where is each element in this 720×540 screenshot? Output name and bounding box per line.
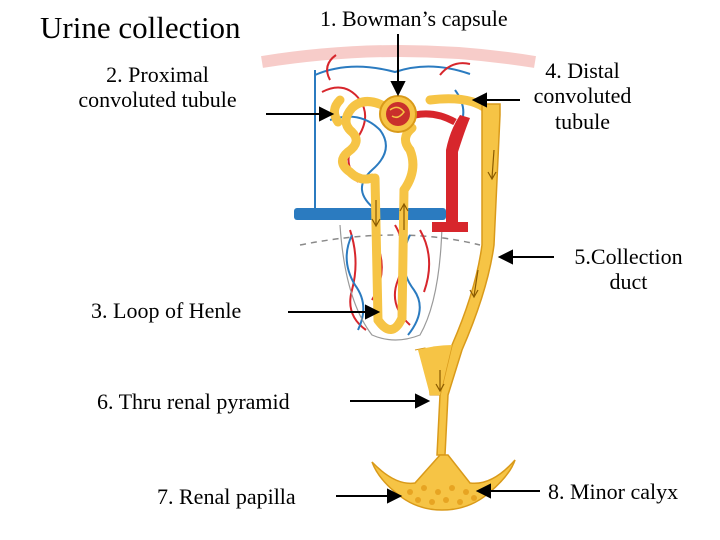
flow-arrows [371, 149, 497, 393]
leader-arrows [266, 34, 554, 504]
duct-widening [418, 345, 452, 395]
arrow-proximal-tubule [266, 106, 335, 122]
corticomedullary-line [299, 234, 481, 246]
label-proximal-tubule: 2. Proximal convoluted tubule [55, 62, 260, 113]
arcuate-artery [432, 115, 470, 232]
arcuate-vein [294, 208, 446, 220]
collecting-duct [436, 103, 501, 456]
label-collection-line1: 5.Collection [574, 244, 683, 269]
label-collection-duct: 5.Collection duct [556, 244, 701, 295]
loop-of-henle [373, 185, 409, 334]
arrow-bowmans-capsule [390, 34, 406, 97]
arrow-distal-tubule [471, 92, 520, 108]
label-renal-pyramid: 6. Thru renal pyramid [97, 389, 290, 414]
medulla-outline [339, 224, 443, 341]
label-distal-line2: convoluted [533, 83, 632, 109]
label-proximal-line1: 2. Proximal [106, 62, 209, 87]
label-minor-calyx: 8. Minor calyx [548, 479, 679, 504]
label-proximal-line2: convoluted tubule [78, 87, 237, 113]
glomerulus-shape [386, 102, 410, 126]
label-loop-of-henle: 3. Loop of Henle [91, 298, 242, 323]
label-distal-tubule: 4. Distal convoluted tubule [520, 58, 645, 134]
arrow-collection-duct [497, 249, 554, 265]
cortex-band [261, 45, 536, 68]
arrow-renal-pyramid [350, 393, 431, 409]
label-collection-line2: duct [609, 269, 648, 295]
label-bowmans-capsule: 1. Bowman’s capsule [320, 6, 508, 31]
label-distal-line3: tubule [555, 108, 610, 134]
minor-calyx-cup [371, 454, 516, 511]
label-renal-papilla: 7. Renal papilla [157, 484, 296, 509]
page-title: Urine collection [40, 10, 241, 45]
label-distal-line1: 4. Distal [545, 58, 620, 83]
arrow-loop-of-henle [288, 304, 381, 320]
arrow-minor-calyx [475, 483, 540, 499]
arrow-renal-papilla [336, 488, 403, 504]
papilla-openings [407, 485, 477, 505]
